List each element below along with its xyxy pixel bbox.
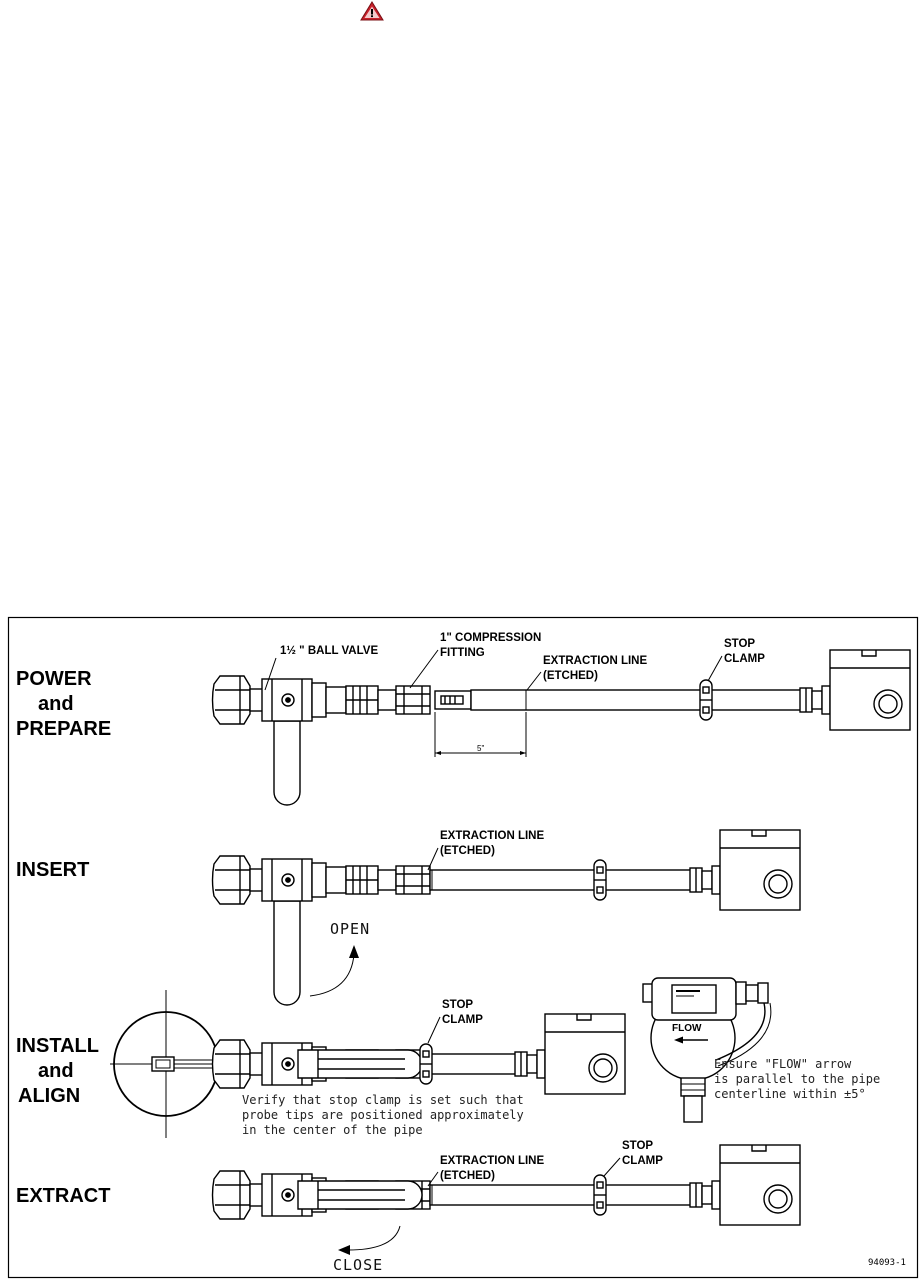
ensure-note-line: is parallel to the pipe <box>714 1072 880 1086</box>
probe-rod <box>429 1053 518 1075</box>
open-label: OPEN <box>330 920 370 938</box>
extraction-line-label: EXTRACTION LINE <box>543 655 647 667</box>
step-label-align: ALIGN <box>18 1085 80 1107</box>
drawing-number: 94093-1 <box>868 1258 906 1268</box>
pipe-cross-section <box>110 990 219 1138</box>
probe-tip <box>151 1056 175 1072</box>
stop-clamp-label: CLAMP <box>442 1014 483 1026</box>
verify-note: Verify that stop clamp is set such that <box>242 1093 524 1107</box>
step-label-install: INSTALL <box>16 1035 99 1057</box>
step-label-and: and <box>38 693 74 715</box>
transmitter-enclosure <box>689 1144 801 1226</box>
flow-meter-inset: FLOW <box>642 977 772 1123</box>
stop-clamp-label: STOP <box>724 638 755 650</box>
conduit-fitting <box>735 981 747 1005</box>
stop-clamp-label: STOP <box>622 1140 653 1152</box>
transmitter-enclosure <box>689 829 801 911</box>
ensure-note-line: Ensure "FLOW" arrow <box>714 1057 852 1071</box>
transmitter-enclosure <box>799 649 911 731</box>
ball-valve-assembly <box>211 855 431 905</box>
flow-meter-neck <box>680 1077 706 1097</box>
valve-lever <box>273 720 301 806</box>
insert-callouts: EXTRACTION LINE (ETCHED) OPEN <box>309 830 544 997</box>
probe-tip <box>434 690 472 710</box>
extraction-line-label: EXTRACTION LINE <box>440 1155 544 1167</box>
insert-drawing <box>211 829 801 1006</box>
extract-callouts: EXTRACTION LINE (ETCHED) STOP CLAMP CLOS… <box>333 1140 663 1274</box>
probe-tip-dimension: 5" <box>434 712 527 757</box>
step-labels: POWER and PREPARE INSERT INSTALL and ALI… <box>16 668 111 1207</box>
stop-clamp-label: STOP <box>442 999 473 1011</box>
stop-clamp <box>419 1043 433 1085</box>
valve-lever <box>297 1049 423 1079</box>
power-prepare-callouts: 1½ " BALL VALVE 1" COMPRESSION FITTING E… <box>264 632 765 757</box>
valve-lever <box>273 900 301 1006</box>
signal-cable <box>715 1002 766 1061</box>
compression-fitting-label: 1" COMPRESSION <box>440 632 541 644</box>
flow-meter-display <box>671 984 717 1014</box>
valve-lever <box>297 1180 423 1210</box>
step-label-and: and <box>38 1060 74 1082</box>
power-prepare-drawing <box>211 649 911 806</box>
flow-meter-pipe <box>683 1095 703 1123</box>
close-label: CLOSE <box>333 1256 383 1274</box>
step-label-insert: INSERT <box>16 859 89 881</box>
flow-arrow-icon <box>674 1036 708 1044</box>
extraction-line-label: (ETCHED) <box>440 845 495 857</box>
probe-rod <box>470 689 802 711</box>
close-arrow-icon <box>338 1225 401 1255</box>
compression-fitting-label: FITTING <box>440 647 485 659</box>
dimension-label: 5" <box>477 744 484 753</box>
install-align-callouts: STOP CLAMP Verify that stop clamp is set… <box>242 999 524 1137</box>
step-label-extract: EXTRACT <box>16 1185 110 1207</box>
probe-rod <box>429 869 693 891</box>
install-align-drawing <box>211 1013 626 1095</box>
stop-clamp-label: CLAMP <box>724 653 765 665</box>
ball-valve-assembly <box>211 675 431 725</box>
stop-clamp <box>593 1174 607 1216</box>
stop-clamp <box>593 859 607 901</box>
warning-triangle-icon <box>360 1 384 21</box>
ball-valve-label: 1½ " BALL VALVE <box>280 645 378 657</box>
extraction-line-label: (ETCHED) <box>543 670 598 682</box>
probe-rod <box>429 1184 693 1206</box>
step-label-power: POWER <box>16 668 92 690</box>
step-label-prepare: PREPARE <box>16 718 111 740</box>
stop-clamp <box>699 679 713 721</box>
verify-note: probe tips are positioned approximately <box>242 1108 524 1122</box>
extraction-line-label: EXTRACTION LINE <box>440 830 544 842</box>
figure-frame <box>7 616 919 1279</box>
ensure-note-line: centerline within ±5° <box>714 1087 866 1101</box>
stop-clamp-label: CLAMP <box>622 1155 663 1167</box>
flow-label: FLOW <box>672 1023 702 1034</box>
extract-drawing <box>211 1144 801 1226</box>
extraction-line-label: (ETCHED) <box>440 1170 495 1182</box>
transmitter-enclosure <box>514 1013 626 1095</box>
verify-note: in the center of the pipe <box>242 1123 423 1137</box>
open-arrow-icon <box>309 945 359 997</box>
ensure-note: Ensure "FLOW" arrow is parallel to the p… <box>714 1057 880 1101</box>
